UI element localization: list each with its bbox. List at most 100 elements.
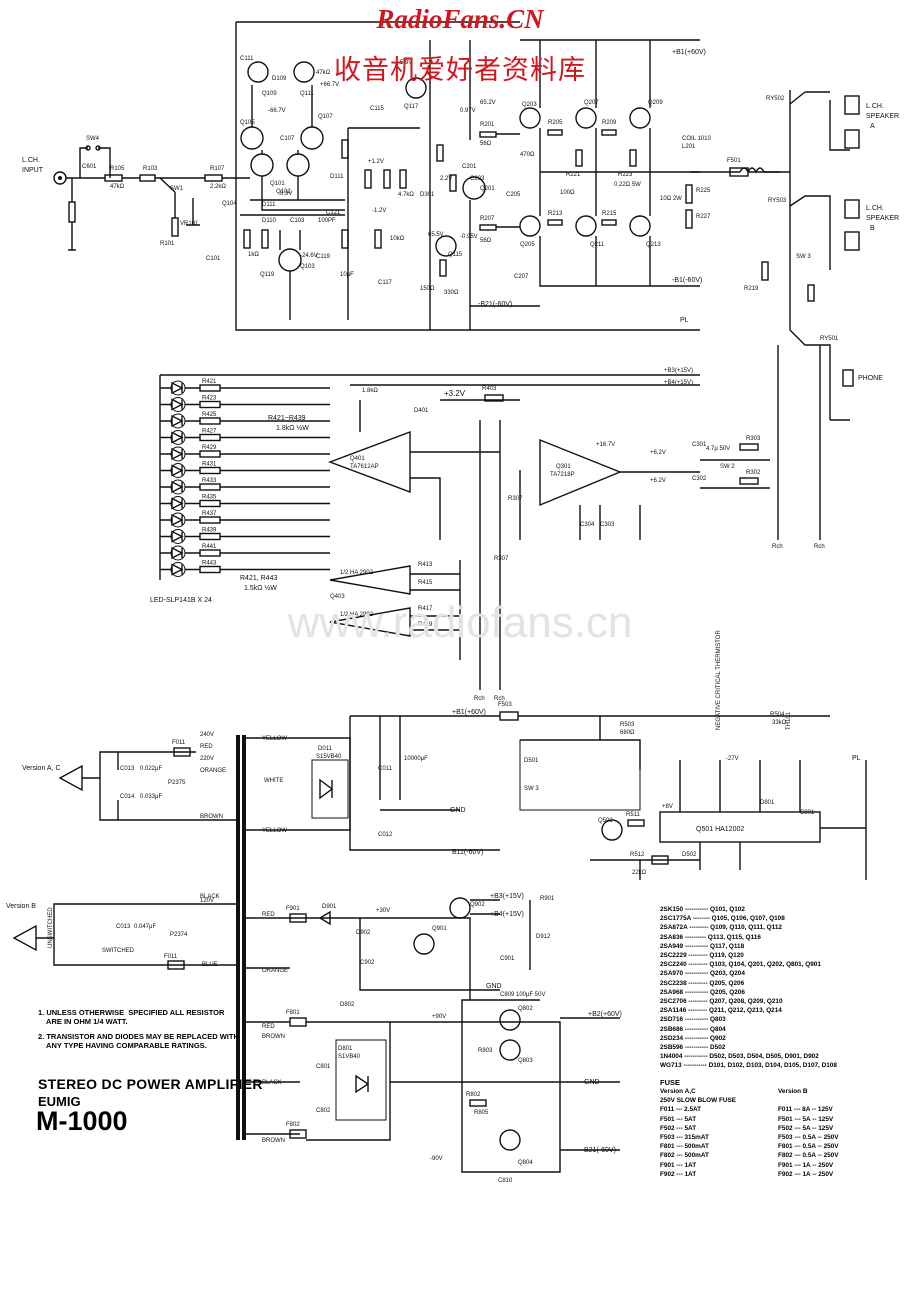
q117-label: Q117 — [404, 104, 419, 110]
led-resistor — [199, 450, 221, 458]
c013-label-a: C013 — [120, 766, 135, 772]
r105-label: R105 — [110, 166, 125, 172]
c013-label-b: C013 — [116, 924, 131, 930]
b11-ps-label: B11(-60V) — [452, 849, 483, 856]
led-resistor — [199, 532, 221, 541]
led-icon — [171, 563, 184, 576]
sw3-label: SW 3 — [796, 254, 811, 260]
yellow-label-1: YELLOW — [262, 736, 287, 742]
led-resistor — [199, 433, 221, 442]
semi-row: 2SB596 ----------- D502 — [660, 1044, 726, 1052]
fuse-table: FUSE Version A,C Version B 250V SLOW BLO… — [660, 1078, 910, 1179]
q104-label: Q104 — [222, 201, 237, 207]
d109-label: D109 — [272, 76, 287, 82]
led-resistor — [199, 400, 221, 409]
speaker-a-3: A — [870, 123, 875, 130]
r307-extra: R307 — [494, 556, 509, 562]
r223-label: R223 — [618, 172, 633, 178]
r213-label: R213 — [548, 211, 563, 217]
red-label-c: RED — [262, 1024, 275, 1030]
c103-label: C103 — [290, 218, 305, 224]
output-stage: Q117 Q115 65.5V Q201 0.97V 65.2V -0.95V … — [404, 39, 791, 330]
led-row: R427 — [160, 429, 330, 445]
v-6-2a: +6.2V — [650, 450, 666, 456]
watermark-chinese: 收音机爱好者资料库 — [334, 55, 586, 86]
b4-label: +B4(+15V) — [664, 380, 693, 386]
f011-label-a: F011 — [172, 740, 186, 746]
d401-label: D401 — [414, 408, 429, 414]
fuse-type: 250V SLOW BLOW FUSE — [660, 1097, 736, 1105]
r-470: 470Ω — [520, 152, 535, 158]
c809-label: C809 — [500, 992, 515, 998]
led-resistor — [199, 499, 221, 508]
v220-label: 220V — [200, 756, 214, 762]
fuse-ac-value: F011 --- 2.5AT — [660, 1106, 702, 1114]
r227-label: R227 — [696, 214, 711, 220]
fuse-b-value: F011 --- 8A -- 125V — [778, 1106, 833, 1114]
led-icon — [171, 381, 184, 395]
phone-label: PHONE — [858, 375, 883, 382]
q207-label: Q207 — [584, 100, 599, 106]
r201-label: R201 — [480, 122, 495, 128]
semi-row: 2SA949 ----------- Q117, Q118 — [660, 942, 745, 950]
semi-row: 1N4004 ----------- D502, D503, D504, D50… — [660, 1053, 819, 1061]
c117-label: C117 — [378, 280, 393, 286]
r302-label: R302 — [746, 470, 761, 476]
q209-label: Q209 — [648, 100, 663, 106]
cap-0-047: 0.047μF — [134, 924, 156, 930]
q205-label: Q205 — [520, 242, 535, 248]
r-1-8k: 1.8kΩ — [362, 388, 378, 394]
r512-label: R512 — [630, 852, 645, 858]
blue-label: BLUE — [202, 962, 218, 968]
q105-label: Q105 — [240, 120, 255, 126]
led-resistor — [199, 565, 221, 574]
power-supply: Version A, C C013 0.022μF C014 0.033μF F… — [6, 630, 867, 1184]
fuse-ac-value: F503 --- 315mAT — [660, 1133, 709, 1141]
f011-label-b: F011 — [164, 954, 178, 960]
semi-row: 2SD716 ----------- Q803 — [660, 1016, 726, 1024]
d301-label: D301 — [420, 192, 435, 198]
led-resistor-label: R431 — [202, 462, 217, 468]
ohm-47k: 47kΩ — [110, 184, 125, 190]
fuse-b-value: F902 --- 1A -- 250V — [778, 1170, 834, 1178]
input-stage: Q101 Q102 Q105 Q109 Q111 D110 D111 C103 … — [235, 21, 700, 331]
c901-label: C901 — [500, 956, 515, 962]
c303-label: C303 — [600, 522, 615, 528]
led-resistor-label: R427 — [202, 429, 217, 435]
c121-label: C121 — [326, 210, 341, 216]
r-1k: 1kΩ — [248, 252, 259, 258]
c801-label: C801 — [316, 1064, 331, 1070]
led-resistor-label: R443 — [202, 561, 217, 567]
speaker-b-2: SPEAKER — [866, 215, 899, 222]
r-150: 150Ω — [420, 286, 435, 292]
fuse-row: F011 --- 2.5AT F011 --- 8A -- 125V — [660, 1105, 910, 1114]
led-resistor-label: R439 — [202, 528, 217, 534]
f801-label: F801 — [286, 1010, 300, 1016]
q901-label: Q901 — [432, 926, 447, 932]
rch-label-4: Rch — [494, 696, 505, 702]
d501-label: D501 — [524, 758, 539, 764]
r225-label: R225 — [696, 188, 711, 194]
c014-label-a: C014 — [120, 794, 135, 800]
led-icon — [171, 530, 184, 543]
f901-label: F901 — [286, 906, 300, 912]
p2374-label: P2374 — [170, 932, 188, 938]
ntc-label-1: NEGATIVE CRITICAL THERMISTOR — [716, 630, 722, 730]
ry502-label: RY502 — [766, 96, 785, 102]
c302-label: C302 — [692, 476, 707, 482]
c205-label: C205 — [506, 192, 521, 198]
semi-row: 2SA1146 --------- Q211, Q212, Q213, Q214 — [660, 1007, 782, 1015]
v-0-97: 0.97V — [460, 108, 476, 114]
v-3-2: +3.2V — [444, 389, 466, 398]
cap-100u: 100μF 50V — [516, 992, 545, 998]
r421-443-1: R421, R443 — [240, 575, 277, 582]
gnd-label-3: GND — [584, 1079, 600, 1086]
semi-row: 2SC2229 --------- Q119, Q120 — [660, 952, 744, 960]
fuse-b-value: F503 --- 0.5A -- 250V — [778, 1133, 839, 1141]
